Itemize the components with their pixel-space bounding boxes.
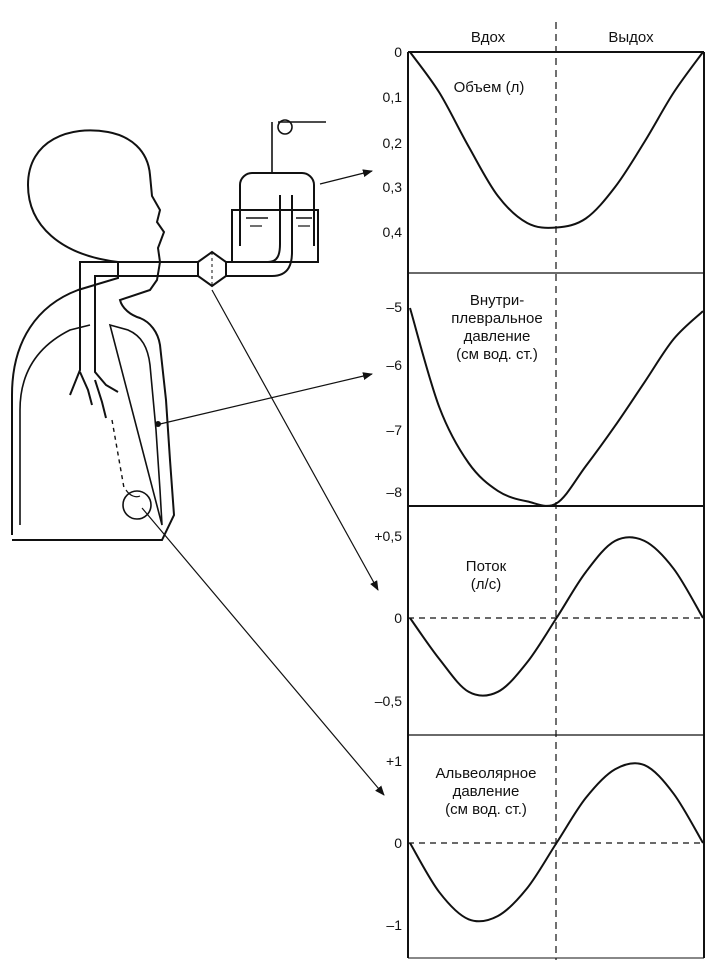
airway-dashed [111,419,125,489]
panel-pleural-title: Внутри- плевральное давление (см вод. ст… [451,292,542,363]
spirometer-bell [239,172,315,246]
pleural-title-line-2: плевральное [451,310,542,327]
pleural-point [155,421,161,427]
alveolar-title-line-1: Альвеолярное [436,765,537,782]
pulley-wheel [277,119,293,135]
subject-illustration [11,119,385,796]
volume-tick-2: 0,2 [383,135,403,151]
graphs-frame [407,22,705,960]
volume-tick-0: 0 [394,44,402,60]
alveolar-curve [409,762,704,923]
arrow-to-pleural [159,372,373,425]
alveolar-title-line-2: давление [453,783,520,800]
flow-curve [409,536,704,697]
lung-outline [19,323,163,526]
alveolar-title-line-3: (см вод. ст.) [445,801,527,818]
alveolar-ticks: +1 0 –1 [386,753,402,933]
arrow-to-flow [211,289,379,591]
body-outline [11,129,176,541]
flow-tick-1: 0 [394,610,402,626]
volume-tick-1: 0,1 [383,89,403,105]
arrow-to-alveolar [141,507,385,796]
flow-ticks: +0,5 0 –0,5 [374,528,402,709]
alveolar-tick-1: 0 [394,835,402,851]
volume-ticks: 0 0,1 0,2 0,3 0,4 [383,44,403,240]
flow-tick-2: –0,5 [375,693,402,709]
panel-volume-title: Объем (л) [454,79,525,96]
alveolus-circle [122,490,152,520]
pleural-ticks: –5 –6 –7 –8 [386,299,402,500]
flow-title-line-1: Поток [466,558,507,575]
volume-title-line: Объем (л) [454,79,525,96]
curves-layer [409,51,704,923]
trachea [69,298,119,419]
breathing-tube [79,195,293,298]
pleural-title-line-3: давление [464,328,531,345]
volume-tick-3: 0,3 [383,179,403,195]
volume-curve [409,51,704,229]
panel-alveolar-title: Альвеолярное давление (см вод. ст.) [436,765,537,818]
pleural-tick-3: –8 [386,484,402,500]
pleural-title-line-1: Внутри- [470,292,524,309]
pleural-curve [409,307,704,507]
alveolus-inner [125,489,141,498]
inhale-label: Вдох [471,29,506,46]
pleural-tick-1: –6 [386,357,402,373]
pleural-title-line-4: (см вод. ст.) [456,346,538,363]
tube-connector [197,250,227,288]
flow-title-line-2: (л/с) [471,576,501,593]
exhale-label: Выдох [608,29,654,46]
arrow-to-volume [319,169,373,185]
pleural-tick-2: –7 [386,422,402,438]
pleural-tick-0: –5 [386,299,402,315]
alveolar-tick-0: +1 [386,753,402,769]
volume-tick-4: 0,4 [383,224,403,240]
spirometer-tank [231,209,319,263]
graph-stack: Вдох Выдох Объем (л) Внутри- плевральное… [374,22,705,960]
flow-tick-0: +0,5 [374,528,402,544]
panel-flow-title: Поток (л/с) [466,558,507,593]
alveolar-tick-2: –1 [386,917,402,933]
